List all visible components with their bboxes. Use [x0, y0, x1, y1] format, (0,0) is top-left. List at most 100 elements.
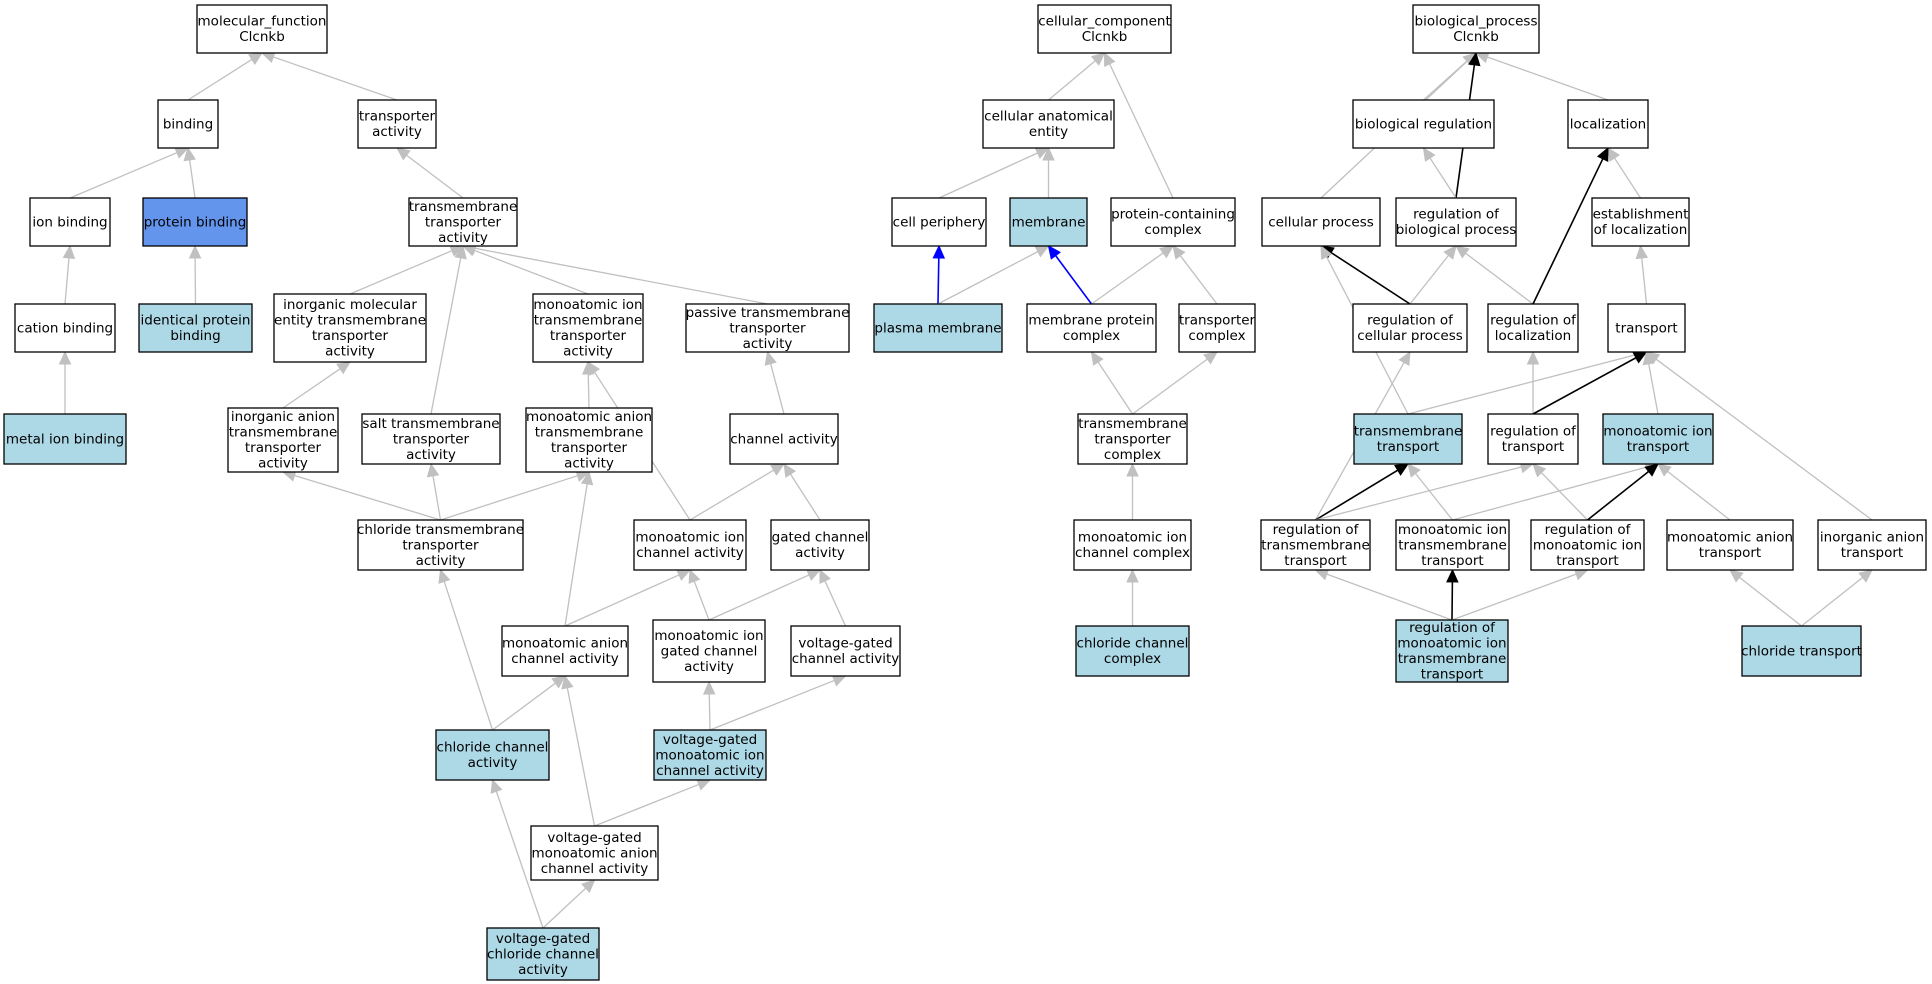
go-term-node-localization[interactable]: localization: [1567, 99, 1649, 149]
edge-regulation_transport-to-transport: [1532, 351, 1648, 415]
go-term-node-plasma-membrane[interactable]: plasma membrane: [873, 303, 1003, 353]
node-label-line: activity: [743, 336, 793, 352]
go-term-node-cellular-process[interactable]: cellular process: [1261, 197, 1381, 247]
edge-protein_binding-to-binding: [183, 146, 196, 199]
edge-membrane_protein_complex-to-membrane: [1047, 245, 1093, 305]
node-box: [653, 729, 767, 781]
node-label-line: activity: [406, 447, 456, 463]
edge-line: [1641, 257, 1648, 305]
node-label-line: transport: [1699, 545, 1761, 561]
edge-line: [406, 154, 464, 199]
edge-line: [282, 368, 341, 409]
node-box: [1075, 625, 1190, 677]
go-term-node-chloride-transport[interactable]: chloride transport: [1741, 625, 1862, 677]
go-term-node-monoatomic-ion-tm-transporter[interactable]: monoatomic iontransmembranetransporterac…: [532, 293, 644, 363]
edge-transporter_complex-to-protein_containing_complex: [1172, 245, 1218, 305]
go-term-node-metal-ion-binding[interactable]: metal ion binding: [3, 413, 127, 465]
node-box: [1260, 519, 1371, 571]
edge-arrowhead: [1532, 463, 1547, 478]
node-label-line: inorganic anion: [1820, 530, 1924, 546]
go-term-node-inorganic-anion-tm[interactable]: inorganic aniontransmembranetransportera…: [227, 407, 339, 473]
node-label-line: channel activity: [656, 763, 763, 779]
go-term-node-biological-regulation[interactable]: biological regulation: [1352, 99, 1495, 149]
node-box: [157, 99, 219, 149]
node-label-line: transport: [1421, 553, 1483, 569]
edge-monoatomic_ion_tm_transport-to-monoatomic_ion_transport: [1452, 461, 1660, 521]
node-box: [1395, 519, 1510, 571]
edge-line: [542, 887, 587, 929]
edge-regulation_monoatomic_ion_tm_transport-to-regulation_monoatomic_ion_transport: [1451, 568, 1589, 621]
edge-arrowhead: [1422, 146, 1436, 162]
node-label-line: activity: [468, 755, 518, 771]
go-term-node-binding[interactable]: binding: [157, 99, 219, 149]
edge-regulation_cellular_process-to-cellular_process: [1319, 245, 1411, 305]
node-label-line: activity: [564, 456, 614, 472]
node-label-line: transmembrane: [1354, 424, 1463, 440]
edge-monoatomic_anion_channel-to-monoatomic_anion_tm: [564, 470, 594, 627]
go-term-node-cell-periphery[interactable]: cell periphery: [891, 197, 987, 247]
edge-line: [1465, 252, 1534, 305]
go-term-node-chloride-tm[interactable]: chloride transmembranetransporteractivit…: [357, 519, 524, 571]
node-label-line: plasma membrane: [874, 320, 1001, 336]
go-term-node-ion-binding[interactable]: ion binding: [29, 197, 111, 247]
node-label-line: transmembrane: [409, 199, 518, 215]
edge-chloride_transport-to-inorganic_anion_transport: [1801, 569, 1873, 627]
edge-arrowhead: [587, 360, 601, 376]
go-term-node-protein-binding[interactable]: protein binding: [142, 197, 248, 247]
edge-arrowhead: [1042, 146, 1055, 161]
go-term-node-monoatomic-anion-tm[interactable]: monoatomic aniontransmembranetransporter…: [525, 407, 653, 473]
node-box: [790, 625, 901, 677]
edge-arrowhead: [696, 778, 712, 791]
go-term-node-membrane[interactable]: membrane: [1009, 197, 1088, 247]
node-label-line: ion binding: [32, 214, 107, 230]
node-label-line: monoatomic ion: [533, 297, 642, 313]
go-term-node-cation-binding[interactable]: cation binding: [14, 303, 116, 353]
node-label-line: activity: [258, 456, 308, 472]
go-term-node-transport[interactable]: transport: [1607, 303, 1686, 353]
edge-cell_periphery-to-cellular_anatomical_entity: [938, 147, 1050, 199]
node-box: [138, 303, 253, 353]
go-term-node-channel-activity[interactable]: channel activity: [729, 413, 839, 465]
node-label-line: complex: [1104, 447, 1161, 463]
node-label-line: activity: [518, 962, 568, 978]
